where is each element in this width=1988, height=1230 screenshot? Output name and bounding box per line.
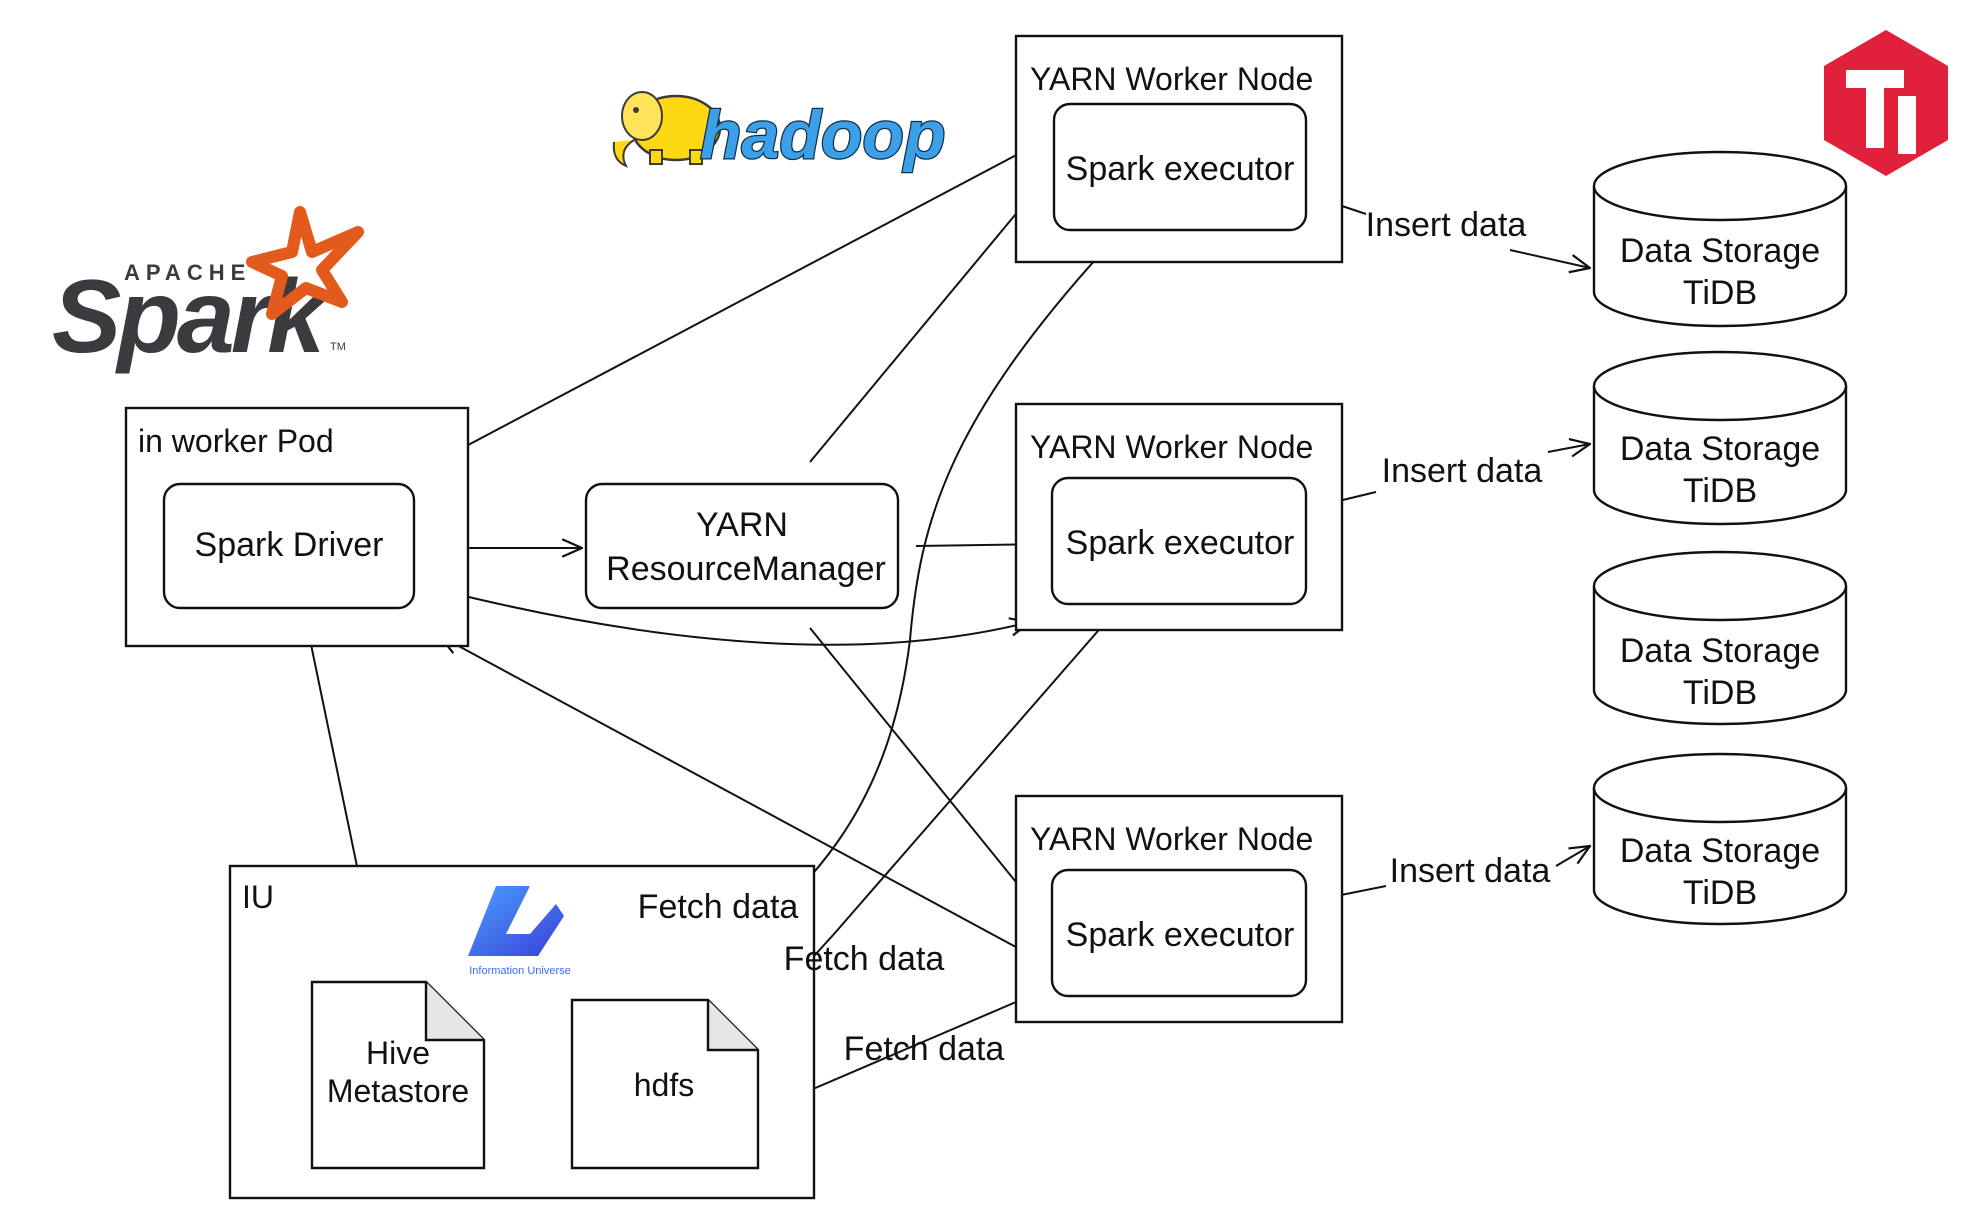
edge-labels: Insert data Insert data Insert data Fetc… xyxy=(638,206,1551,1068)
insert-data-label-3: Insert data xyxy=(1390,852,1551,890)
data-storage-1-line2: TiDB xyxy=(1683,274,1757,312)
data-storage-3[interactable]: Data Storage TiDB xyxy=(1592,550,1848,726)
hive-metastore-file[interactable]: Hive Metastore xyxy=(310,980,486,1170)
data-storage-4-line1: Data Storage xyxy=(1620,832,1820,870)
data-storage-4-top xyxy=(1592,752,1848,824)
edge-insert-2-b xyxy=(1547,444,1590,452)
data-storage-3-body xyxy=(1592,586,1848,726)
worker-pod-label: in worker Pod xyxy=(138,423,334,459)
iu-logo-caption: Information Universe xyxy=(469,965,571,977)
spark-executor-2-label: Spark executor xyxy=(1066,524,1295,562)
iu-logo-icon xyxy=(468,886,564,956)
edge-driver-executor-3 xyxy=(440,636,1040,960)
hdfs-label: hdfs xyxy=(634,1067,694,1103)
spark-logo-wordmark: Spark xyxy=(52,259,330,375)
spark-star-icon xyxy=(246,206,364,320)
edge-insert-3-b xyxy=(1555,846,1590,867)
edge-driver-executor-1 xyxy=(436,134,1056,462)
insert-data-label-2: Insert data xyxy=(1382,452,1543,490)
data-storage-3-top xyxy=(1592,550,1848,622)
hive-metastore-line2: Metastore xyxy=(327,1073,469,1109)
insert-data-label-1: Insert data xyxy=(1366,206,1527,244)
fetch-data-label-2: Fetch data xyxy=(784,940,945,978)
hdfs-fold-icon xyxy=(706,1000,758,1052)
data-storage-1-top xyxy=(1592,150,1848,222)
yarn-worker-node-2: YARN Worker Node Spark executor xyxy=(1014,402,1344,632)
hadoop-logo: hadoop xyxy=(612,91,947,174)
spark-logo-apache-text: APACHE xyxy=(124,260,251,285)
data-storage-2-body xyxy=(1592,386,1848,526)
spark-executor-3-label: Spark executor xyxy=(1066,916,1295,954)
resourcemanager-line2: ResourceManager xyxy=(606,550,886,588)
fetch-data-label-1: Fetch data xyxy=(638,888,799,926)
data-storage-2-top xyxy=(1592,350,1848,422)
iu-container: IU Information Universe Hive Metastore h… xyxy=(228,864,816,1200)
spark-executor-1-box[interactable] xyxy=(1052,102,1308,232)
data-storage-4-line2: TiDB xyxy=(1683,874,1757,912)
spark-executor-3[interactable]: Spark executor xyxy=(1050,868,1308,998)
information-universe-logo: Information Universe xyxy=(468,886,571,977)
data-storage-2[interactable]: Data Storage TiDB xyxy=(1592,350,1848,526)
worker-node-3-label: YARN Worker Node xyxy=(1030,821,1313,857)
yarn-worker-node-3: YARN Worker Node Spark executor xyxy=(1014,794,1344,1024)
spark-driver-box[interactable] xyxy=(162,482,416,610)
fetch-data-label-3: Fetch data xyxy=(844,1030,1005,1068)
spark-executor-3-box[interactable] xyxy=(1050,868,1308,998)
spark-executor-2-box[interactable] xyxy=(1050,476,1308,606)
data-storage-3-line1: Data Storage xyxy=(1620,632,1820,670)
spark-driver-label: Spark Driver xyxy=(195,526,384,564)
spark-executor-1[interactable]: Spark executor xyxy=(1052,102,1308,232)
worker-node-1-label: YARN Worker Node xyxy=(1030,61,1313,97)
data-storage-2-line1: Data Storage xyxy=(1620,430,1820,468)
edge-insert-1-b xyxy=(1509,249,1590,268)
worker-node-2-label: YARN Worker Node xyxy=(1030,429,1313,465)
spark-logo-tm: TM xyxy=(330,341,346,353)
apache-spark-logo: APACHE Spark TM xyxy=(52,206,364,375)
yarn-resourcemanager-node[interactable]: YARN ResourceManager xyxy=(584,482,900,610)
data-storage-1[interactable]: Data Storage TiDB xyxy=(1592,150,1848,328)
edge-rm-executor-3 xyxy=(809,627,1050,924)
data-storage-2-line2: TiDB xyxy=(1683,472,1757,510)
data-storage-1-line1: Data Storage xyxy=(1620,232,1820,270)
data-storage-4-body xyxy=(1592,788,1848,926)
spark-driver-node[interactable]: Spark Driver xyxy=(162,482,416,610)
edge-executor-3-hdfs xyxy=(778,995,1031,1104)
data-storage-4[interactable]: Data Storage TiDB xyxy=(1592,752,1848,926)
resourcemanager-line1: YARN xyxy=(696,506,788,544)
data-storage-1-body xyxy=(1592,186,1848,328)
data-storage-3-line2: TiDB xyxy=(1683,674,1757,712)
resourcemanager-box[interactable] xyxy=(584,482,900,610)
tidb-logo-icon xyxy=(1824,30,1948,176)
yarn-worker-node-1: YARN Worker Node Spark executor xyxy=(1014,34,1344,264)
iu-label: IU xyxy=(242,879,274,915)
hive-fold-icon xyxy=(424,982,484,1042)
edge-rm-executor-1 xyxy=(809,168,1054,463)
hive-metastore-line1: Hive xyxy=(366,1035,430,1071)
spark-executor-2[interactable]: Spark executor xyxy=(1050,476,1308,606)
worker-pod-container: in worker Pod Spark Driver xyxy=(124,406,470,648)
spark-executor-1-label: Spark executor xyxy=(1066,150,1295,188)
hadoop-wordmark: hadoop xyxy=(700,97,946,173)
hdfs-file[interactable]: hdfs xyxy=(570,998,760,1170)
